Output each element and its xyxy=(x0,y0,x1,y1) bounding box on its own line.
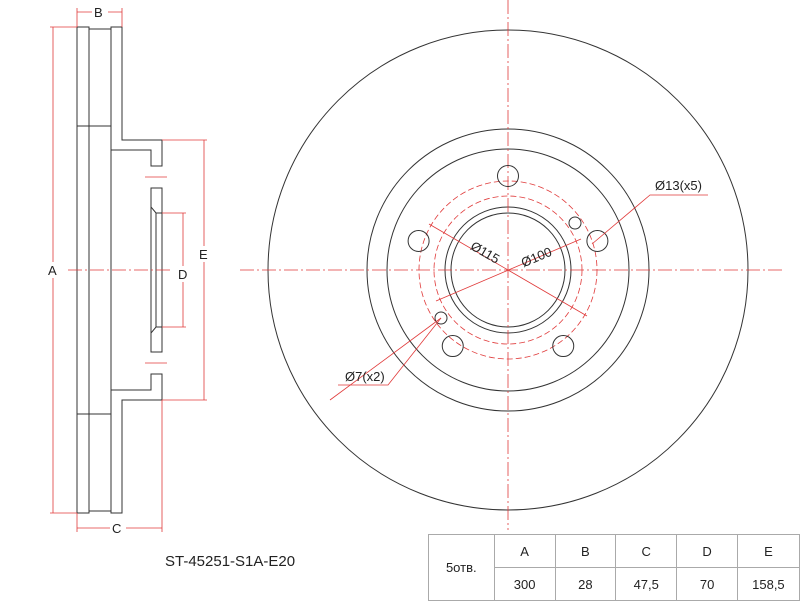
value-cell: 300 xyxy=(493,567,556,601)
bolt-hole xyxy=(407,229,430,252)
value-cell: 70 xyxy=(676,567,738,601)
header-cell: A xyxy=(493,534,556,568)
bolt-hole xyxy=(552,335,575,358)
dim-label-c: C xyxy=(112,521,121,536)
value-cell: 28 xyxy=(554,567,617,601)
dim-label-b: B xyxy=(94,5,103,20)
small-hole xyxy=(568,216,582,230)
header-cell: C xyxy=(615,534,678,568)
header-cell: E xyxy=(736,534,800,568)
small-hole-callout: Ø7(x2) xyxy=(345,369,385,384)
header-cell: D xyxy=(676,534,738,568)
value-cell: 158,5 xyxy=(736,567,800,601)
bolt-hole xyxy=(497,165,519,187)
dim-label-a: A xyxy=(48,263,57,278)
small-hole xyxy=(434,311,448,325)
bolt-holes xyxy=(407,165,609,358)
dim-d100: Ø100 xyxy=(519,244,554,270)
row-label: 5отв. xyxy=(428,534,495,601)
bolt-hole xyxy=(441,335,464,358)
front-view: Ø115 Ø100 Ø13(x5) Ø7(x2) xyxy=(240,0,785,530)
side-section-view: B C A D E xyxy=(46,4,211,536)
bolt-hole xyxy=(586,229,609,252)
bolt-hole-callout: Ø13(x5) xyxy=(655,178,702,193)
spec-table: 5отв. A B C D E 300 28 47,5 70 158,5 xyxy=(428,534,800,601)
dim-label-e: E xyxy=(199,247,208,262)
part-number: ST-45251-S1A-E20 xyxy=(165,553,296,570)
dim-label-d: D xyxy=(178,267,187,282)
dim-d115: Ø115 xyxy=(468,238,502,266)
header-cell: B xyxy=(554,534,617,568)
value-cell: 47,5 xyxy=(615,567,678,601)
